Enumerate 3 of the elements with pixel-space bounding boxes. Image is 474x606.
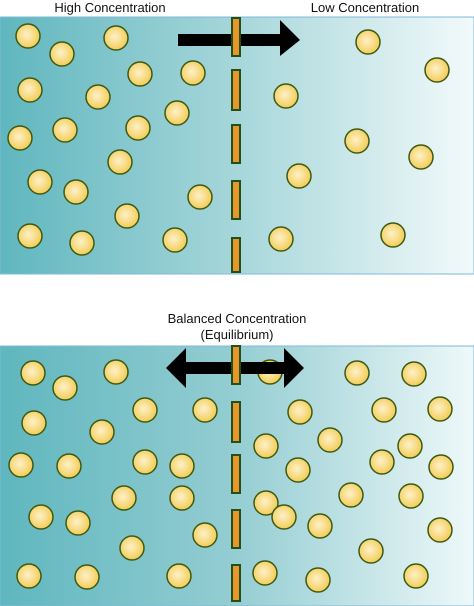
caption-label: High Concentration	[53, 0, 167, 16]
caption-label: Balanced Concentration (Equilibrium)	[166, 311, 308, 343]
caption-label: Low Concentration	[310, 0, 420, 16]
